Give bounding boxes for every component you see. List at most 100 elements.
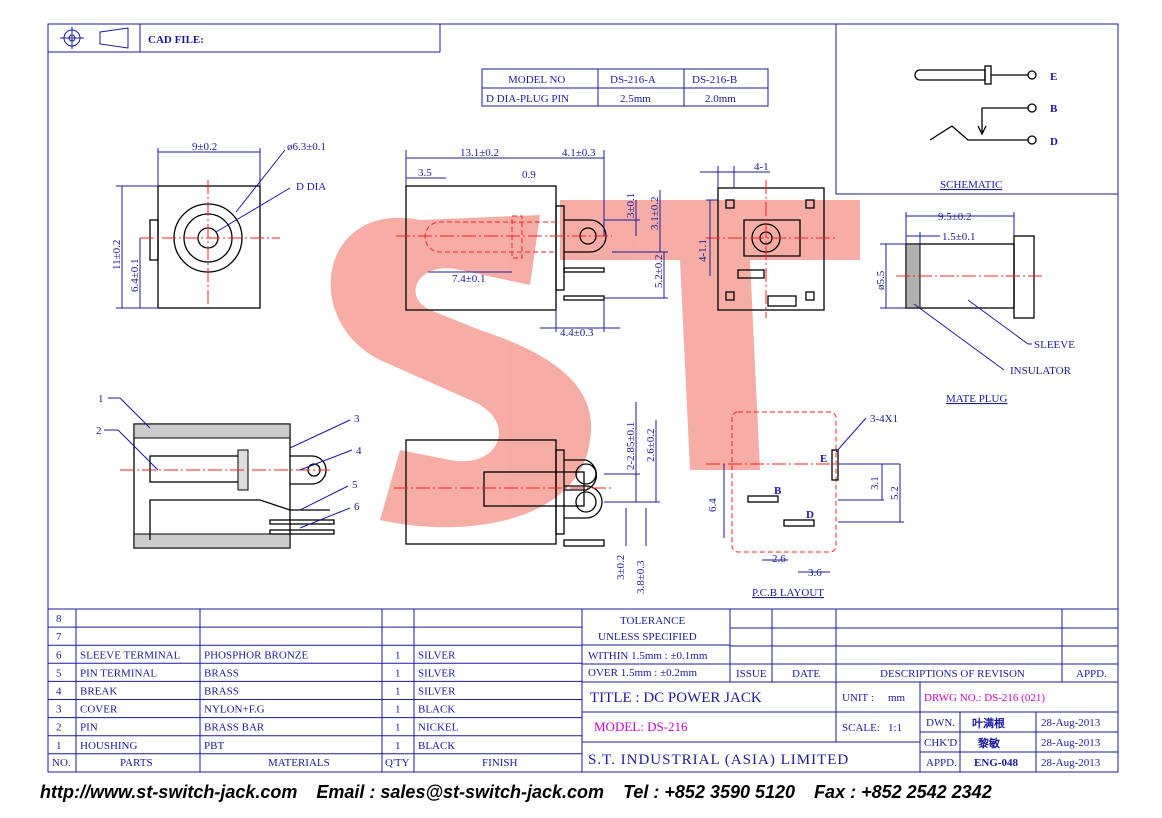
- parts-cell-qty: 1: [395, 667, 401, 679]
- unit-value: mm: [888, 692, 906, 704]
- callout-2: 2: [96, 425, 102, 437]
- parts-cell-no: 1: [56, 740, 62, 752]
- cad-file-label: CAD FILE:: [148, 34, 204, 46]
- parts-cell-qty: 1: [395, 649, 401, 661]
- side-dim-74: 7.4±0.1: [452, 273, 486, 285]
- dwn-name: 叶满根: [972, 716, 1006, 730]
- chkd-name: 黎敏: [978, 736, 1001, 750]
- plug-pin-label: D DIA-PLUG PIN: [486, 93, 569, 105]
- contact-footer: http://www.st-switch-jack.com Email : sa…: [40, 782, 1130, 803]
- mate-dim-len: 9.5±0.2: [938, 211, 972, 223]
- parts-header-finish: FINISH: [482, 757, 518, 769]
- side-dim-total: 13.1±0.2: [460, 147, 499, 159]
- parts-cell-qty: 1: [395, 704, 401, 716]
- front-dim-height: 11±0.2: [111, 240, 123, 270]
- pcb-label-d: D: [806, 509, 814, 521]
- website-link[interactable]: http://www.st-switch-jack.com: [40, 782, 298, 802]
- schematic-label-b: B: [1050, 103, 1058, 115]
- dwn-date: 28-Aug-2013: [1041, 717, 1101, 729]
- pcb-label-b: B: [774, 485, 782, 497]
- parts-cell-finish: SILVER: [418, 667, 456, 679]
- side-dim-end: 4.1±0.3: [562, 147, 596, 159]
- front-dim-center: 6.4±0.1: [129, 258, 141, 292]
- parts-cell-part: PIN TERMINAL: [80, 667, 157, 679]
- fax-text: Fax : +852 2542 2342: [814, 782, 992, 802]
- side-dim-3: 3±0.1: [625, 193, 637, 218]
- mate-plug: 9.5±0.2 1.5±0.1 ø5.5 SLEEVE INSULATOR MA…: [875, 211, 1075, 405]
- parts-cell-qty: 1: [395, 686, 401, 698]
- mate-plug-title: MATE PLUG: [946, 393, 1007, 405]
- rear-view: 4-1 4-1.1: [697, 161, 836, 318]
- title-block: TOLERANCE UNLESS SPECIFIED WITHIN 1.5mm …: [582, 608, 1118, 772]
- model-no-header: MODEL NO: [508, 74, 565, 86]
- model-table: MODEL NO DS-216-A DS-216-B D DIA-PLUG PI…: [481, 68, 769, 107]
- scale-value: 1:1: [888, 722, 902, 734]
- parts-cell-material: PBT: [204, 740, 224, 752]
- model-a-header: DS-216-A: [610, 74, 656, 86]
- pcb-layout: 3-4X1 E B D 6.4 3.1 5.2 2.6 3.6 P.C.B LA…: [706, 411, 904, 599]
- tolerance-within: WITHIN 1.5mm : ±0.1mm: [588, 650, 708, 662]
- mate-sleeve-label: SLEEVE: [1034, 339, 1075, 351]
- parts-cell-qty: 1: [395, 740, 401, 752]
- st-watermark-logo: [330, 200, 860, 528]
- bottom-dim-3: 3±0.2: [615, 555, 627, 580]
- front-dim-dia: ø6.3±0.1: [287, 141, 326, 153]
- parts-cell-no: 5: [56, 667, 62, 679]
- scale-label: SCALE:: [842, 722, 880, 734]
- pcb-dim-52: 5.2: [889, 486, 901, 500]
- parts-header-qty: Q'TY: [385, 757, 410, 769]
- bottom-dim-38: 3.8±0.3: [635, 560, 647, 594]
- appd-name: ENG-048: [974, 757, 1019, 769]
- callout-1: 1: [98, 393, 104, 405]
- pcb-holes-label: 3-4X1: [870, 413, 898, 425]
- chkd-label: CHK'D: [924, 737, 957, 749]
- appd-label: APPD.: [926, 757, 957, 769]
- side-dim-44: 4.4±0.3: [560, 327, 594, 339]
- side-dim-09: 0.9: [522, 169, 536, 181]
- plug-pin-a-value: 2.5mm: [620, 93, 651, 105]
- parts-cell-part: PIN: [80, 722, 98, 734]
- chkd-date: 28-Aug-2013: [1041, 737, 1101, 749]
- tolerance-line1: TOLERANCE: [620, 615, 685, 627]
- appd-date: 28-Aug-2013: [1041, 757, 1101, 769]
- tolerance-line2: UNLESS SPECIFIED: [598, 631, 697, 643]
- drawing-title: TITLE : DC POWER JACK: [590, 690, 762, 706]
- schematic-title: SCHEMATIC: [940, 179, 1002, 191]
- section-view: 1 2 3 4 5 6: [96, 393, 362, 549]
- parts-cell-part: BREAK: [80, 686, 117, 698]
- parts-cell-material: BRASS BAR: [204, 722, 265, 734]
- callout-5: 5: [352, 479, 358, 491]
- descriptions-header: DESCRIPTIONS OF REVISON: [880, 668, 1025, 680]
- parts-cell-no: 2: [56, 722, 62, 734]
- parts-cell-part: SLEEVE TERMINAL: [80, 649, 181, 661]
- bottom-dim-285: 2-2.85±0.1: [625, 422, 637, 470]
- front-d-dia: D DIA: [296, 181, 326, 193]
- parts-header-no: NO.: [52, 757, 71, 769]
- mate-dim-tip: 1.5±0.1: [942, 231, 976, 243]
- pcb-dim-36: 3.6: [808, 567, 822, 579]
- parts-cell-no: 6: [56, 649, 62, 661]
- email-text[interactable]: Email : sales@st-switch-jack.com: [316, 782, 605, 802]
- parts-cell-material: PHOSPHOR BRONZE: [204, 649, 308, 661]
- rear-dim-411: 4-1.1: [697, 239, 709, 262]
- mate-dim-dia: ø5.5: [875, 270, 887, 290]
- parts-cell-no: 3: [56, 704, 62, 716]
- parts-cell-part: COVER: [80, 704, 118, 716]
- tel-text: Tel : +852 3590 5120: [623, 782, 796, 802]
- schematic-label-e: E: [1050, 71, 1057, 83]
- plug-pin-b-value: 2.0mm: [705, 93, 736, 105]
- parts-cell-material: NYLON+F.G: [204, 704, 265, 716]
- projection-symbol-icon: [60, 27, 129, 49]
- callout-4: 4: [356, 445, 362, 457]
- tolerance-over: OVER 1.5mm : ±0.2mm: [588, 667, 697, 679]
- appd-header: APPD.: [1076, 668, 1107, 680]
- sheet-border: [47, 23, 1119, 773]
- company-name: S.T. INDUSTRIAL (ASIA) LIMITED: [588, 752, 849, 768]
- callout-3: 3: [354, 413, 360, 425]
- side-dim-31: 3.1±0.2: [649, 196, 661, 230]
- parts-cell-qty: 1: [395, 722, 401, 734]
- front-view: 9±0.2 ø6.3±0.1 D DIA 11±0.2 6.4±0.1: [111, 141, 326, 312]
